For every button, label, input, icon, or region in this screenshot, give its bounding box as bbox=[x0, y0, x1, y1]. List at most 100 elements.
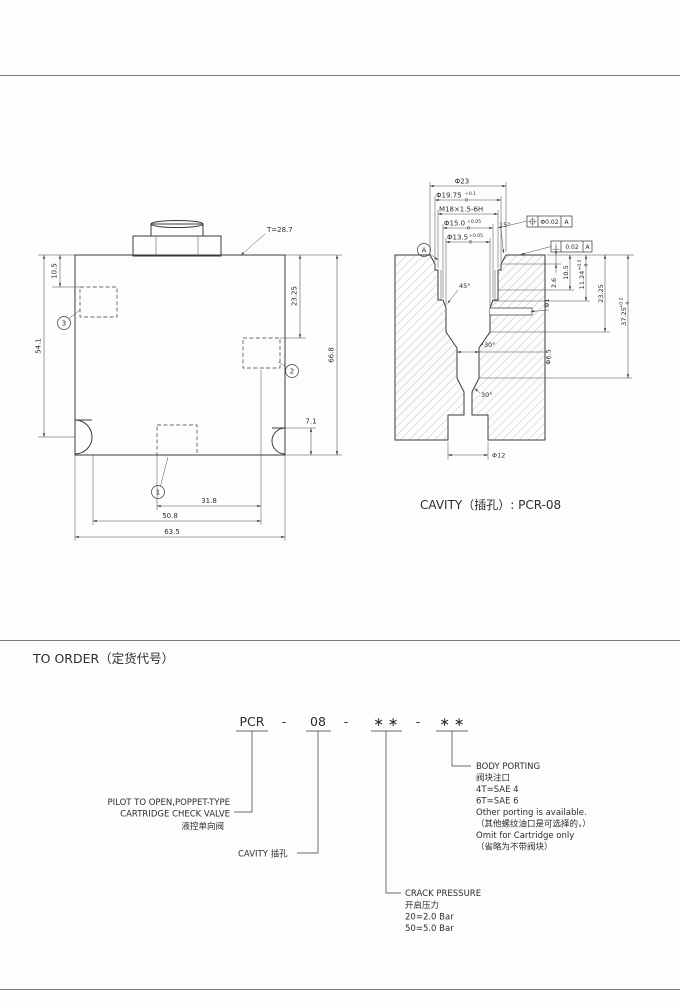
t-callout-label: T=28.7 bbox=[266, 226, 293, 234]
dim-23-25-label: 23.25 bbox=[291, 286, 299, 306]
order-code-pressure-stars: ∗ ∗ bbox=[374, 714, 399, 729]
dim-phi6-5-label: Φ6.5 bbox=[545, 349, 553, 364]
port-3-label: 3 bbox=[62, 320, 66, 328]
body-porting-line-8: （省略为不带阀块） bbox=[476, 842, 553, 853]
dim-phi13-5-label: Φ13.5 bbox=[447, 234, 468, 242]
angle-30-lower-label: 30° bbox=[481, 391, 493, 399]
angle-30-upper-label: 30° bbox=[484, 341, 496, 349]
dim-phi12-label: Φ12 bbox=[492, 452, 505, 460]
valve-body-view: 3 2 1 T=28.7 10.5 54.1 bbox=[35, 220, 342, 541]
dim-31-8-label: 31.8 bbox=[201, 497, 217, 505]
dim-66-8-label: 66.8 bbox=[328, 347, 336, 363]
position-tolerance-datum: A bbox=[564, 219, 569, 226]
dim-11-24-lower-tol: 0 bbox=[584, 263, 590, 266]
datum-a-callout: A bbox=[417, 243, 439, 261]
order-code-porting-stars: ∗ ∗ bbox=[440, 714, 465, 729]
dim-phi19-75-label: Φ19.75 bbox=[436, 192, 462, 200]
port-callout-3: 3 bbox=[57, 309, 81, 330]
body-porting-line-4: 6T=SAE 6 bbox=[476, 797, 519, 807]
dim-2-6-label: 2.6 bbox=[550, 278, 558, 288]
body-dimensions: 10.5 54.1 23.25 66.8 7.1 31.8 50.8 bbox=[35, 254, 342, 541]
order-code-dash-2: - bbox=[344, 714, 349, 729]
dim-11-24-upper-tol: +0.5 bbox=[577, 259, 583, 270]
crack-pressure-line-1: CRACK PRESSURE bbox=[405, 889, 481, 899]
dim-phi15-label: Φ15.0 bbox=[444, 220, 465, 228]
body-porting-line-3: 4T=SAE 4 bbox=[476, 785, 519, 795]
section-right-half bbox=[471, 254, 546, 441]
dim-7-1-label: 7.1 bbox=[305, 418, 316, 426]
pilot-line-3: 液控单向阀 bbox=[181, 821, 224, 832]
cavity-depth-dimensions: 2.6 10.5 11.24 +0.5 0 23.25 37.25 +0.2 0… bbox=[447, 246, 634, 460]
cavity-top-dimensions: Φ23 Φ19.75 +0.1 0 M18×1.5-6H Φ15.0 +0.05… bbox=[429, 178, 511, 306]
crack-pressure-line-3: 20=2.0 Bar bbox=[405, 913, 454, 923]
dim-phi15-lower-tol: 0 bbox=[467, 226, 470, 232]
dim-54-1-label: 54.1 bbox=[35, 338, 43, 354]
position-tolerance-frame: Φ0.02 A bbox=[497, 215, 573, 229]
order-code-dash-3: - bbox=[416, 714, 421, 729]
port-2-hidden-outline bbox=[242, 337, 281, 369]
crack-pressure-line-4: 50=5.0 Bar bbox=[405, 924, 454, 934]
dim-10-5-depth-label: 10.5 bbox=[562, 265, 570, 279]
position-symbol-icon bbox=[528, 217, 537, 226]
datum-a-label: A bbox=[422, 247, 427, 255]
hex-nut bbox=[132, 220, 222, 257]
dim-phi13-5-lower-tol: 0 bbox=[469, 240, 472, 246]
thread-callout-label: M18×1.5-6H bbox=[439, 206, 483, 214]
body-porting-line-2: 阀块注口 bbox=[476, 773, 510, 784]
cavity-code-label: CAVITY 插孔 bbox=[238, 849, 288, 860]
section-left-half bbox=[394, 254, 465, 441]
order-section: TO ORDER（定货代号） PCR - 08 - ∗ ∗ - ∗ ∗ PILO… bbox=[32, 651, 591, 934]
order-code-series: PCR bbox=[240, 714, 265, 729]
perpendicularity-tolerance-value: 0.02 bbox=[565, 244, 579, 251]
dim-63-5-label: 63.5 bbox=[164, 528, 180, 536]
pilot-description: PILOT TO OPEN,POPPET-TYPE CARTRIDGE CHEC… bbox=[108, 798, 231, 832]
pilot-cross-hole bbox=[490, 307, 533, 316]
dim-phi19-75-upper-tol: +0.1 bbox=[465, 191, 476, 197]
port-callout-1: 1 bbox=[151, 456, 169, 499]
port-1-label: 1 bbox=[156, 489, 160, 497]
port-1-hidden-outline bbox=[156, 424, 198, 456]
port-3-hidden-outline bbox=[79, 286, 118, 318]
pilot-line-2: CARTRIDGE CHECK VALVE bbox=[120, 810, 230, 820]
order-code-connectors bbox=[234, 730, 471, 894]
dim-37-25-label: 37.25 bbox=[620, 307, 628, 326]
body-porting-line-5: Other porting is available. bbox=[476, 808, 587, 818]
dim-37-25-upper-tol: +0.2 bbox=[619, 297, 625, 308]
cavity-section-view: Φ23 Φ19.75 +0.1 0 M18×1.5-6H Φ15.0 +0.05… bbox=[394, 178, 634, 512]
side-port-bosses bbox=[74, 419, 286, 455]
crack-pressure-description: CRACK PRESSURE 开启压力 20=2.0 Bar 50=5.0 Ba… bbox=[405, 889, 481, 934]
body-porting-line-1: BODY PORTING bbox=[476, 762, 540, 772]
angle-45-label: 45° bbox=[459, 282, 471, 290]
dim-50-8-label: 50.8 bbox=[162, 512, 178, 520]
dim-phi13-5-upper-tol: +0.05 bbox=[469, 233, 483, 239]
t-callout: T=28.7 bbox=[240, 226, 293, 256]
dim-23-25-depth-label: 23.25 bbox=[597, 284, 605, 303]
dim-phi23-label: Φ23 bbox=[455, 178, 469, 186]
chamfer-angle-callouts: 45° 30° 30° bbox=[447, 282, 496, 399]
hidden-ports bbox=[79, 286, 281, 456]
dim-phi1-label: Φ1 bbox=[543, 298, 551, 307]
angle-15-label: 15° bbox=[499, 221, 511, 229]
order-title: TO ORDER（定货代号） bbox=[32, 651, 174, 666]
crack-pressure-line-2: 开启压力 bbox=[405, 900, 439, 911]
dim-phi15-upper-tol: +0.05 bbox=[467, 219, 481, 225]
dim-10-5-label: 10.5 bbox=[51, 263, 59, 279]
port-2-label: 2 bbox=[290, 368, 294, 376]
order-code-dash-1: - bbox=[282, 714, 287, 729]
port-callout-2: 2 bbox=[277, 361, 299, 378]
thread-lines bbox=[440, 270, 496, 300]
position-tolerance-value: Φ0.02 bbox=[540, 219, 558, 226]
body-porting-line-6: （其他螺纹油口是可选择的，） bbox=[476, 819, 591, 830]
perpendicularity-tolerance-frame: 0.02 A bbox=[520, 240, 593, 255]
order-code-size: 08 bbox=[310, 714, 326, 729]
dim-phi19-75-lower-tol: 0 bbox=[465, 198, 468, 204]
order-code: PCR - 08 - ∗ ∗ - ∗ ∗ bbox=[240, 714, 465, 729]
pilot-line-1: PILOT TO OPEN,POPPET-TYPE bbox=[108, 798, 231, 808]
perpendicularity-tolerance-datum: A bbox=[585, 244, 590, 251]
page-rules bbox=[0, 75, 680, 990]
dim-11-24-label: 11.24 bbox=[578, 271, 586, 290]
dim-37-25-lower-tol: 0 bbox=[625, 301, 631, 304]
body-porting-description: BODY PORTING 阀块注口 4T=SAE 4 6T=SAE 6 Othe… bbox=[476, 762, 591, 853]
